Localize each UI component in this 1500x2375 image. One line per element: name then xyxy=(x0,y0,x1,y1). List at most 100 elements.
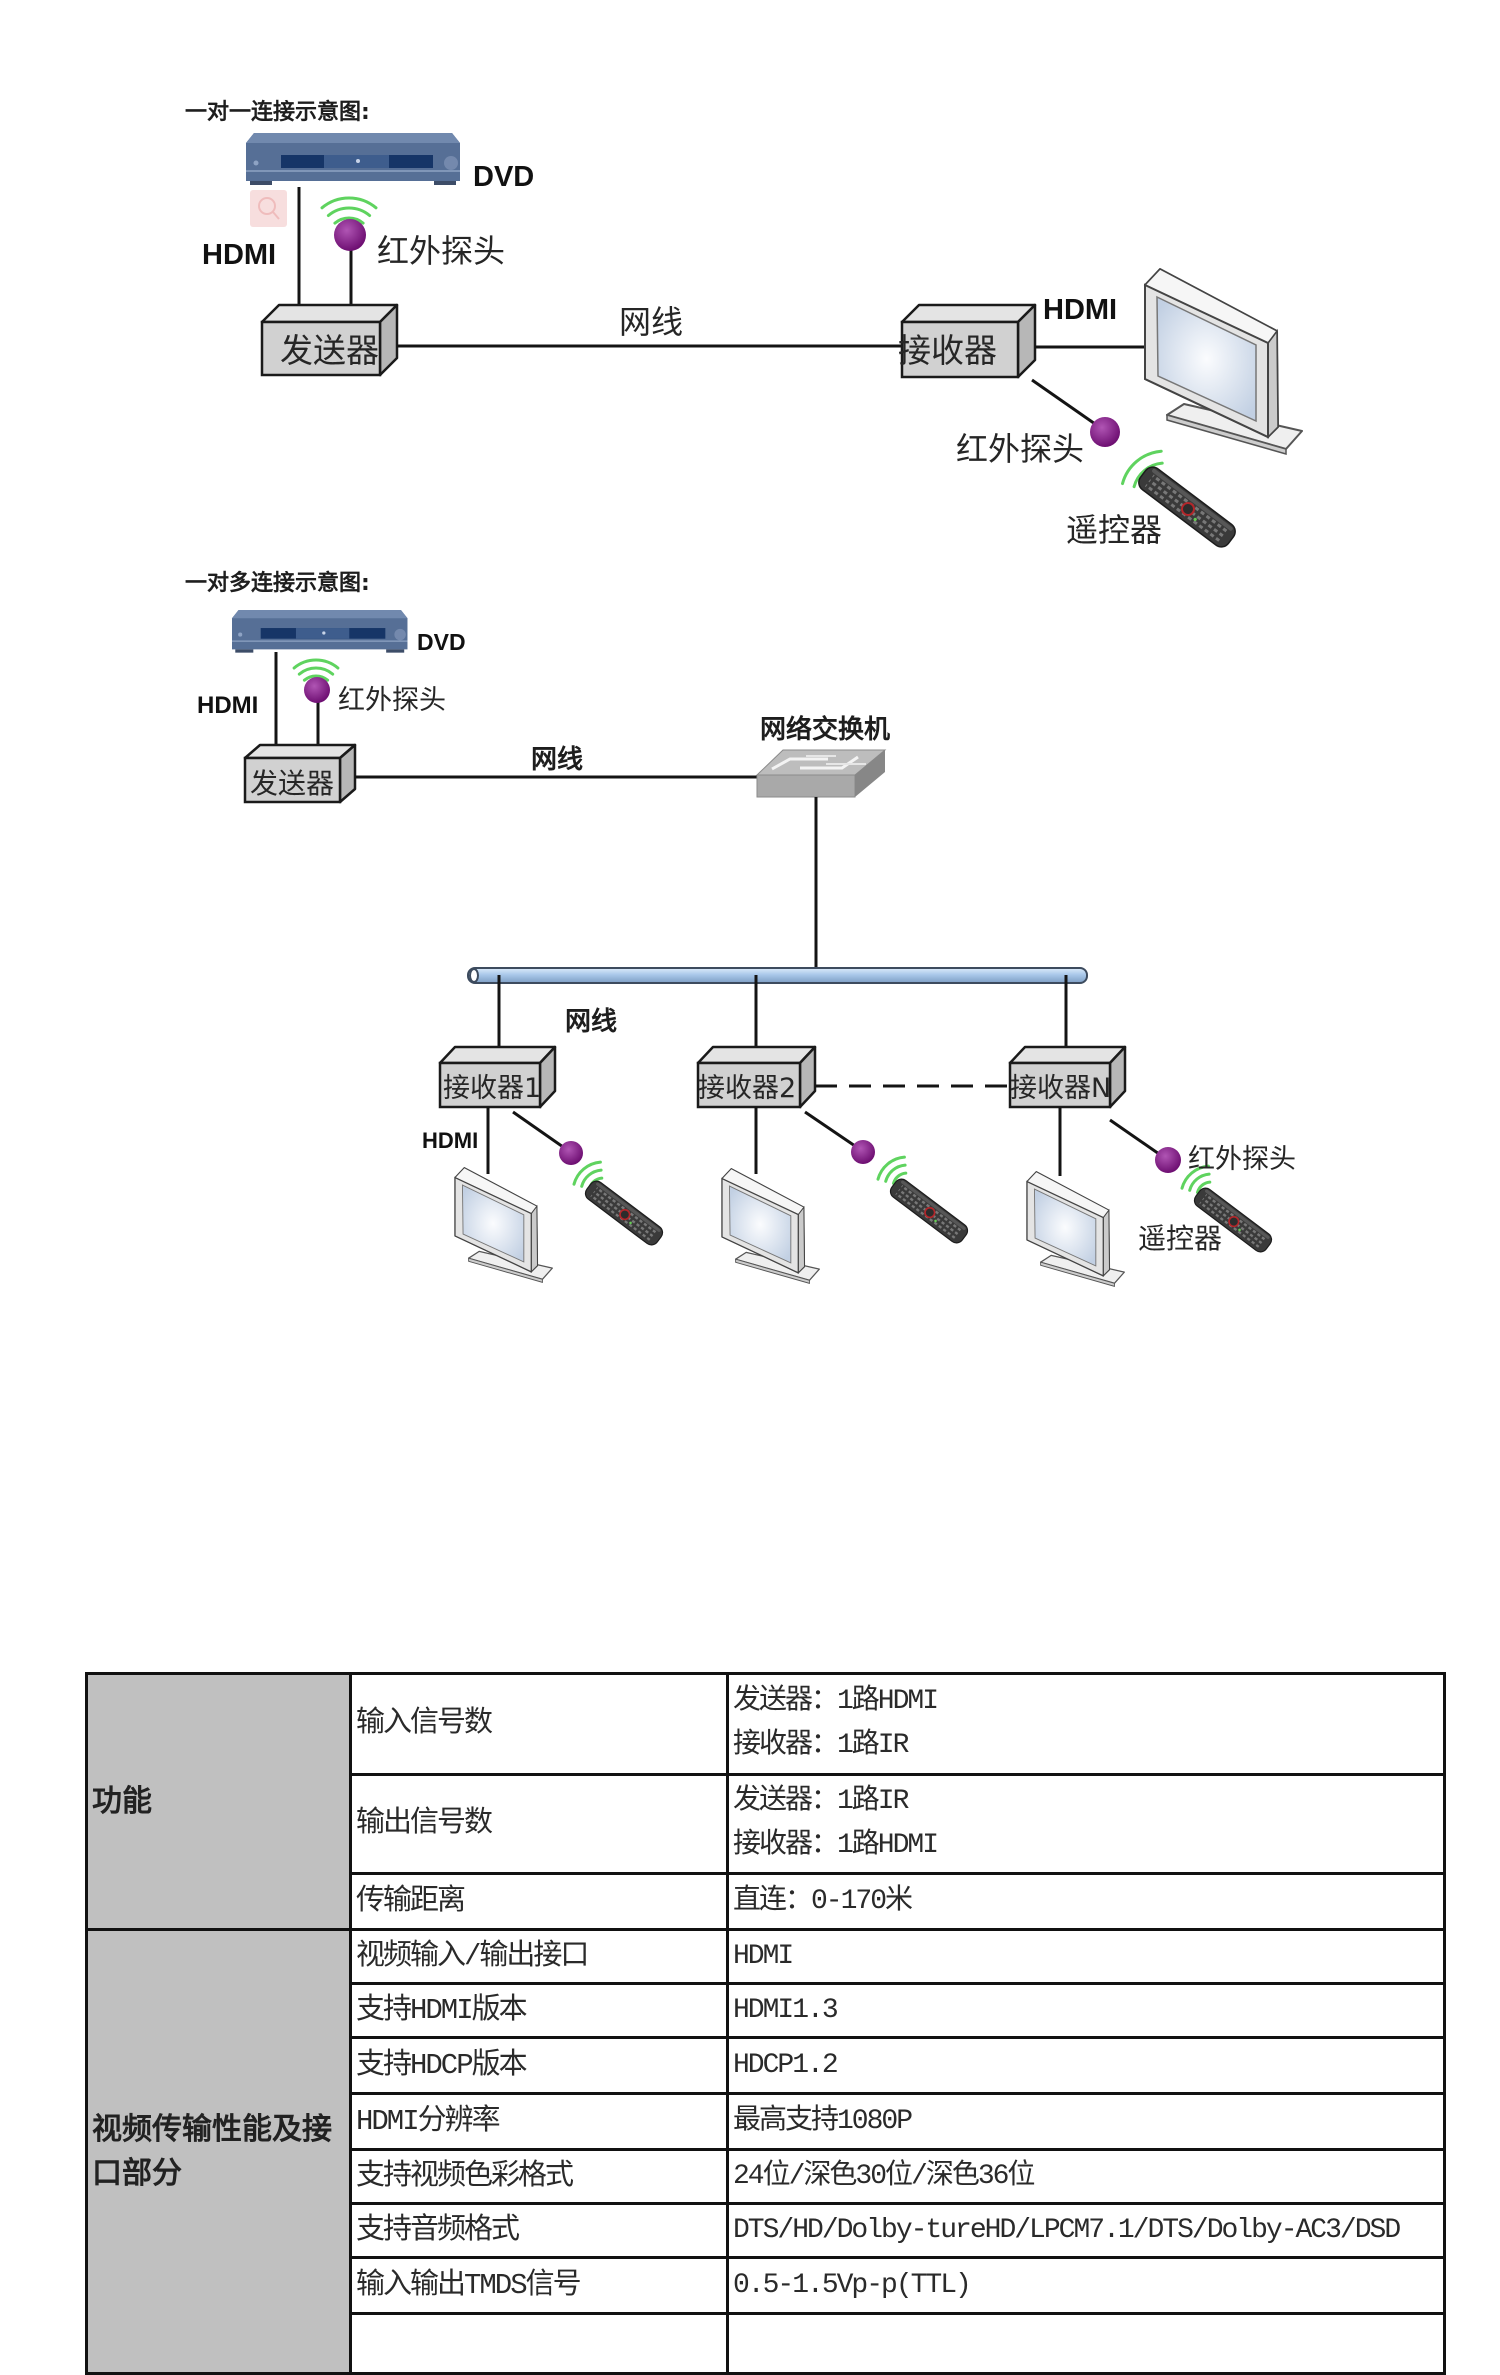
ir-signal-waves-icon xyxy=(320,196,378,225)
value-line: HDMI xyxy=(733,1940,794,1972)
diagram-one-to-one: 一对一连接示意图: DVD HDMI 红外探头 发送器 网线 xyxy=(185,99,1303,552)
parameter-cell: 输入输出TMDS信号 xyxy=(349,2256,729,2315)
hdmi-out-label: HDMI xyxy=(422,1128,478,1153)
table-row: 支持视频色彩格式 24位/深色30位/深色36位 xyxy=(87,2148,1446,2205)
value-line: 接收器：1路IR xyxy=(733,1730,909,1761)
parameter-cell-empty xyxy=(349,2312,729,2375)
ir-probe-label: 红外探头 xyxy=(377,232,505,270)
value-line: HDCP1.2 xyxy=(733,2049,839,2081)
ir-probe-rx-icon xyxy=(1090,417,1120,447)
dvd-player-icon xyxy=(231,609,409,654)
table-row: 支持音频格式 DTS/HD/Dolby-tureHD/LPCM7.1/DTS/D… xyxy=(87,2202,1446,2259)
ir-probe-cable-2 xyxy=(804,1110,859,1150)
table-row: 支持HDMI版本 HDMI1.3 xyxy=(87,1982,1446,2039)
switch-label: 网络交换机 xyxy=(760,714,890,745)
parameter-cell: 输入信号数 xyxy=(349,1672,729,1776)
parameter-cell: 支持HDCP版本 xyxy=(349,2036,729,2095)
parameter-cell: 支持视频色彩格式 xyxy=(349,2148,729,2205)
parameter-cell: 视频输入/输出接口 xyxy=(349,1928,729,1985)
value-cell: 24位/深色30位/深色36位 xyxy=(726,2148,1446,2205)
sender-box-icon xyxy=(243,743,357,804)
receiver-box-icon xyxy=(900,303,1037,379)
receiver-box-icon xyxy=(696,1045,817,1109)
ir-probe-cable-1 xyxy=(512,1110,567,1151)
table-row: 支持HDCP版本 HDCP1.2 xyxy=(87,2036,1446,2095)
spec-table: 功能 输入信号数 发送器：1路HDMI 接收器：1路IR 输出信号数 发送器：1… xyxy=(85,1672,1446,2375)
diagram-title: 一对一连接示意图: xyxy=(185,99,370,125)
table-row: 视频传输性能及接口部分 视频输入/输出接口 HDMI xyxy=(85,1928,1446,2375)
hdmi-in-label: HDMI xyxy=(202,239,276,271)
sender-label: 发送器 xyxy=(250,767,334,800)
diagram-one-to-many: 一对多连接示意图: DVD HDMI 红外探头 发送器 网线 xyxy=(185,570,1296,1288)
value-line: 接收器：1路HDMI xyxy=(733,1830,939,1861)
ir-probe-label: 红外探头 xyxy=(338,685,446,716)
value-line: 发送器：1路HDMI xyxy=(733,1686,939,1717)
category-cell: 功能 xyxy=(85,1672,352,1931)
network-cable-label: 网线 xyxy=(531,745,583,775)
network-switch-icon xyxy=(755,749,887,798)
ir-probe-cable-n xyxy=(1109,1118,1163,1158)
table-row: 输入输出TMDS信号 0.5-1.5Vp-p(TTL) xyxy=(87,2256,1446,2315)
receiver-box-icon xyxy=(1008,1045,1127,1109)
network-cable-label: 网线 xyxy=(619,303,683,341)
hdmi-out-label: HDMI xyxy=(1043,294,1117,326)
value-cell: HDMI xyxy=(726,1928,1446,1985)
value-line: 0.5-1.5Vp-p(TTL) xyxy=(733,2269,972,2301)
parameter-cell: 传输距离 xyxy=(349,1872,729,1931)
dvd-label: DVD xyxy=(417,629,466,655)
sender-box-icon xyxy=(260,303,399,377)
diagram-title: 一对多连接示意图: xyxy=(185,570,370,596)
value-cell: HDMI1.3 xyxy=(726,1982,1446,2039)
connection-diagrams: 一对一连接示意图: DVD HDMI 红外探头 发送器 网线 xyxy=(185,99,1303,1288)
receiver-box-icon xyxy=(438,1045,557,1109)
ir-probe-rx-label: 红外探头 xyxy=(1188,1144,1296,1175)
ir-probe-icon xyxy=(334,219,366,251)
dvd-label: DVD xyxy=(473,161,534,193)
remote-control-icon xyxy=(581,1177,667,1249)
tv-monitor-icon xyxy=(721,1168,820,1285)
ir-probe-cable-rx xyxy=(1031,378,1099,428)
sender-label: 发送器 xyxy=(280,331,379,370)
value-cell: DTS/HD/Dolby-tureHD/LPCM7.1/DTS/Dolby-AC… xyxy=(726,2202,1446,2259)
value-line: HDMI1.3 xyxy=(733,1994,839,2026)
value-line: 最高支持1080P xyxy=(733,2105,913,2137)
value-cell-empty xyxy=(726,2312,1446,2375)
table-row: 输出信号数 发送器：1路IR 接收器：1路HDMI xyxy=(87,1773,1446,1875)
receiver-label: 接收器N xyxy=(1010,1073,1111,1104)
remote-label: 遥控器 xyxy=(1066,511,1162,549)
category-cell: 视频传输性能及接口部分 xyxy=(85,1928,352,2375)
ir-probe-rx-label: 红外探头 xyxy=(956,430,1084,468)
ir-signal-waves-icon xyxy=(876,1155,908,1185)
value-cell: 0.5-1.5Vp-p(TTL) xyxy=(726,2256,1446,2315)
value-cell: HDCP1.2 xyxy=(726,2036,1446,2095)
table-row: HDMI分辨率 最高支持1080P xyxy=(87,2092,1446,2151)
value-cell: 直连：0-170米 xyxy=(726,1872,1446,1931)
table-row: 功能 输入信号数 发送器：1路HDMI 接收器：1路IR xyxy=(85,1672,1446,1931)
parameter-cell: 支持音频格式 xyxy=(349,2202,729,2259)
tv-monitor-icon xyxy=(1144,268,1303,455)
watermark-search-icon xyxy=(250,190,287,227)
value-line: 24位/深色30位/深色36位 xyxy=(733,2160,1035,2192)
table-row: 传输距离 直连：0-170米 xyxy=(87,1872,1446,1931)
ir-signal-waves-icon xyxy=(292,658,340,682)
parameter-cell: 支持HDMI版本 xyxy=(349,1982,729,2039)
parameter-cell: 输出信号数 xyxy=(349,1773,729,1875)
ir-probe-icon xyxy=(1155,1147,1181,1173)
remote-control-icon xyxy=(886,1175,972,1247)
receiver-label: 接收器 xyxy=(898,331,997,370)
value-cell: 最高支持1080P xyxy=(726,2092,1446,2151)
network-bus-pipe xyxy=(467,967,1088,984)
value-cell: 发送器：1路HDMI 接收器：1路IR xyxy=(726,1672,1446,1776)
receiver-label: 接收器2 xyxy=(698,1073,796,1104)
tv-monitor-icon xyxy=(1026,1171,1125,1288)
value-cell: 发送器：1路IR 接收器：1路HDMI xyxy=(726,1773,1446,1875)
value-line: 直连：0-170米 xyxy=(733,1885,913,1917)
remote-label: 遥控器 xyxy=(1138,1222,1222,1255)
receiver-label: 接收器1 xyxy=(443,1073,541,1104)
ir-probe-icon xyxy=(304,677,330,703)
network-cable-label-lower: 网线 xyxy=(565,1007,617,1037)
hdmi-in-label: HDMI xyxy=(197,692,258,719)
value-line: DTS/HD/Dolby-tureHD/LPCM7.1/DTS/Dolby-AC… xyxy=(733,2214,1401,2246)
dvd-player-icon xyxy=(245,132,461,186)
value-line: 发送器：1路IR xyxy=(733,1786,909,1817)
